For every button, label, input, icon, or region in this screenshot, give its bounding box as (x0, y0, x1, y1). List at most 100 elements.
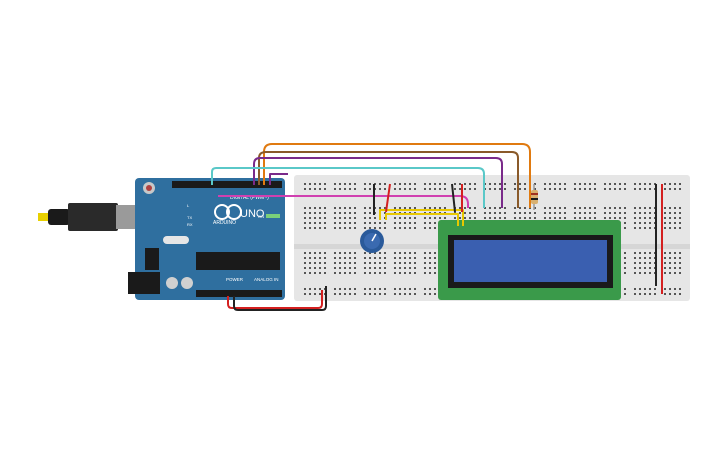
breadboard-hole (464, 183, 466, 185)
breadboard-hole (574, 212, 576, 214)
breadboard-hole (494, 183, 496, 185)
breadboard-hole (494, 217, 496, 219)
breadboard-hole (474, 188, 476, 190)
breadboard-hole (664, 227, 666, 229)
breadboard-hole (669, 227, 671, 229)
breadboard-hole (669, 252, 671, 254)
breadboard-hole (409, 272, 411, 274)
breadboard-hole (314, 257, 316, 259)
rx-label: RX (187, 222, 193, 227)
breadboard-hole (649, 212, 651, 214)
breadboard-hole (324, 183, 326, 185)
breadboard-hole (364, 293, 366, 295)
breadboard-hole (519, 183, 521, 185)
breadboard-hole (674, 252, 676, 254)
breadboard-hole (634, 188, 636, 190)
breadboard-hole (354, 183, 356, 185)
breadboard-hole (354, 293, 356, 295)
breadboard-hole (604, 188, 606, 190)
breadboard-hole (404, 227, 406, 229)
breadboard-hole (514, 217, 516, 219)
breadboard-hole (364, 227, 366, 229)
breadboard-hole (429, 293, 431, 295)
breadboard-hole (669, 272, 671, 274)
arduino-board: UNO ARDUINO DIGITAL (PWM~) POWER ANALOG … (128, 178, 285, 300)
breadboard-hole (414, 227, 416, 229)
breadboard-hole (379, 272, 381, 274)
breadboard-hole (334, 267, 336, 269)
breadboard-hole (609, 183, 611, 185)
breadboard-hole (469, 183, 471, 185)
breadboard-hole (354, 217, 356, 219)
breadboard-hole (404, 217, 406, 219)
breadboard-hole (334, 212, 336, 214)
breadboard-hole (349, 267, 351, 269)
breadboard-hole (384, 227, 386, 229)
breadboard-hole (319, 188, 321, 190)
breadboard-hole (309, 262, 311, 264)
breadboard-hole (499, 207, 501, 209)
breadboard-hole (424, 227, 426, 229)
breadboard-hole (334, 183, 336, 185)
breadboard-hole (679, 252, 681, 254)
breadboard-hole (369, 207, 371, 209)
wire-purple-short (269, 173, 288, 185)
breadboard-hole (379, 293, 381, 295)
breadboard-hole (304, 293, 306, 295)
breadboard-hole (354, 252, 356, 254)
breadboard-hole (429, 183, 431, 185)
board-name: UNO (240, 208, 265, 220)
breadboard-hole (649, 252, 651, 254)
breadboard-hole (514, 207, 516, 209)
breadboard-hole (464, 212, 466, 214)
breadboard-hole (404, 188, 406, 190)
breadboard-hole (474, 212, 476, 214)
breadboard-hole (414, 222, 416, 224)
breadboard-hole (394, 272, 396, 274)
wire-magenta (218, 195, 469, 208)
breadboard-hole (369, 293, 371, 295)
wire-red-power (227, 290, 323, 309)
l-label: L (187, 203, 190, 208)
breadboard-hole (529, 212, 531, 214)
breadboard-hole (529, 217, 531, 219)
lcd-display (438, 220, 621, 300)
breadboard-hole (559, 188, 561, 190)
breadboard-hole (364, 262, 366, 264)
breadboard-hole (314, 183, 316, 185)
breadboard-hole (574, 183, 576, 185)
breadboard-hole (349, 288, 351, 290)
breadboard-hole (414, 262, 416, 264)
breadboard-hole (639, 293, 641, 295)
breadboard-hole (584, 188, 586, 190)
breadboard-hole (319, 272, 321, 274)
breadboard-hole (339, 262, 341, 264)
breadboard-hole (544, 217, 546, 219)
breadboard-hole (409, 183, 411, 185)
breadboard-hole (339, 272, 341, 274)
breadboard-hole (549, 183, 551, 185)
breadboard-hole (414, 252, 416, 254)
breadboard-hole (344, 217, 346, 219)
wire-brown (258, 151, 519, 208)
breadboard-hole (309, 212, 311, 214)
breadboard-hole (634, 207, 636, 209)
breadboard-hole (559, 207, 561, 209)
breadboard-hole (589, 183, 591, 185)
breadboard-hole (679, 217, 681, 219)
breadboard-hole (444, 217, 446, 219)
breadboard-hole (409, 288, 411, 290)
breadboard-hole (469, 188, 471, 190)
breadboard-hole (639, 188, 641, 190)
breadboard-hole (364, 217, 366, 219)
wire-cyan (211, 167, 485, 208)
breadboard-hole (379, 188, 381, 190)
breadboard-hole (574, 188, 576, 190)
breadboard-hole (394, 293, 396, 295)
breadboard-hole (664, 288, 666, 290)
breadboard-hole (314, 227, 316, 229)
breadboard-hole (674, 183, 676, 185)
breadboard-hole (669, 267, 671, 269)
breadboard-hole (534, 207, 536, 209)
